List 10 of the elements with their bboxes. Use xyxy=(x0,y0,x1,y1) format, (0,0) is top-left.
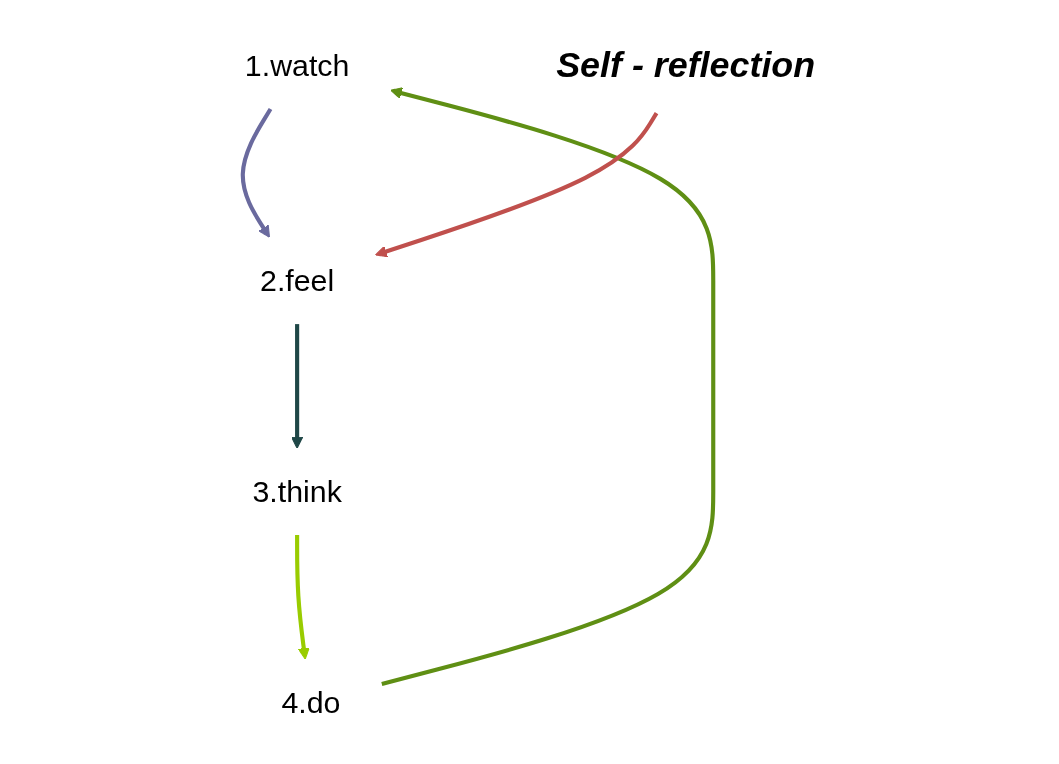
arrow xyxy=(290,324,303,449)
node-text: 1.watch xyxy=(244,48,349,83)
node-text: 2.feel xyxy=(259,263,334,298)
node-text: 3.think xyxy=(251,474,342,509)
node-text: Self - reflection xyxy=(555,44,815,86)
arrow xyxy=(380,87,715,686)
arrow xyxy=(294,535,310,660)
arrow xyxy=(374,112,658,258)
arrow xyxy=(240,107,272,238)
node-text: 4.do xyxy=(280,685,340,720)
